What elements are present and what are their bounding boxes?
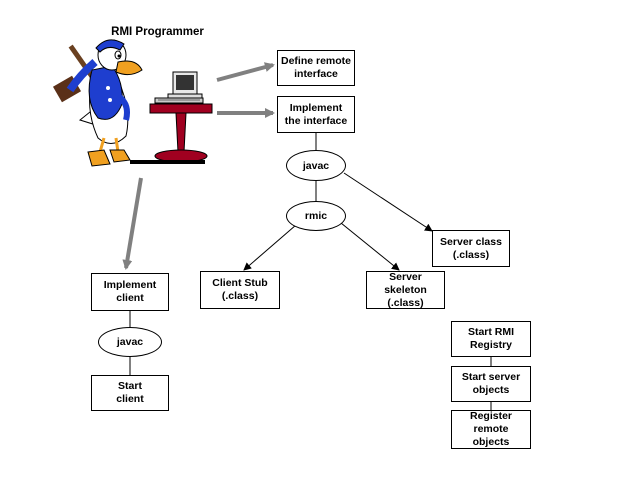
implement-interface-box: Implement the interface	[277, 96, 355, 133]
diagram-title: RMI Programmer	[111, 26, 204, 38]
javac-client-oval: javac	[98, 327, 162, 357]
start-server-objects-box: Start server objects	[451, 366, 531, 402]
server-class-box: Server class (.class)	[432, 230, 510, 267]
arrow-rmic-to-client-stub	[243, 224, 297, 271]
client-stub-box: Client Stub (.class)	[200, 271, 280, 309]
define-remote-interface-box: Define remote interface	[277, 50, 355, 86]
rmic-oval: rmic	[286, 201, 346, 231]
start-rmi-registry-box: Start RMI Registry	[451, 321, 531, 357]
arrow-to-implement-client	[122, 177, 143, 270]
arrow-javac-to-server-class	[343, 172, 433, 232]
implement-client-box: Implement client	[91, 273, 169, 311]
register-remote-objects-box: Register remote objects	[451, 410, 531, 449]
server-skeleton-box: Server skeleton (.class)	[366, 271, 445, 309]
javac-server-oval: javac	[286, 150, 346, 181]
arrow-to-define-remote	[216, 62, 275, 82]
start-client-box: Start client	[91, 375, 169, 411]
arrow-rmic-to-server-skeleton	[340, 222, 400, 271]
